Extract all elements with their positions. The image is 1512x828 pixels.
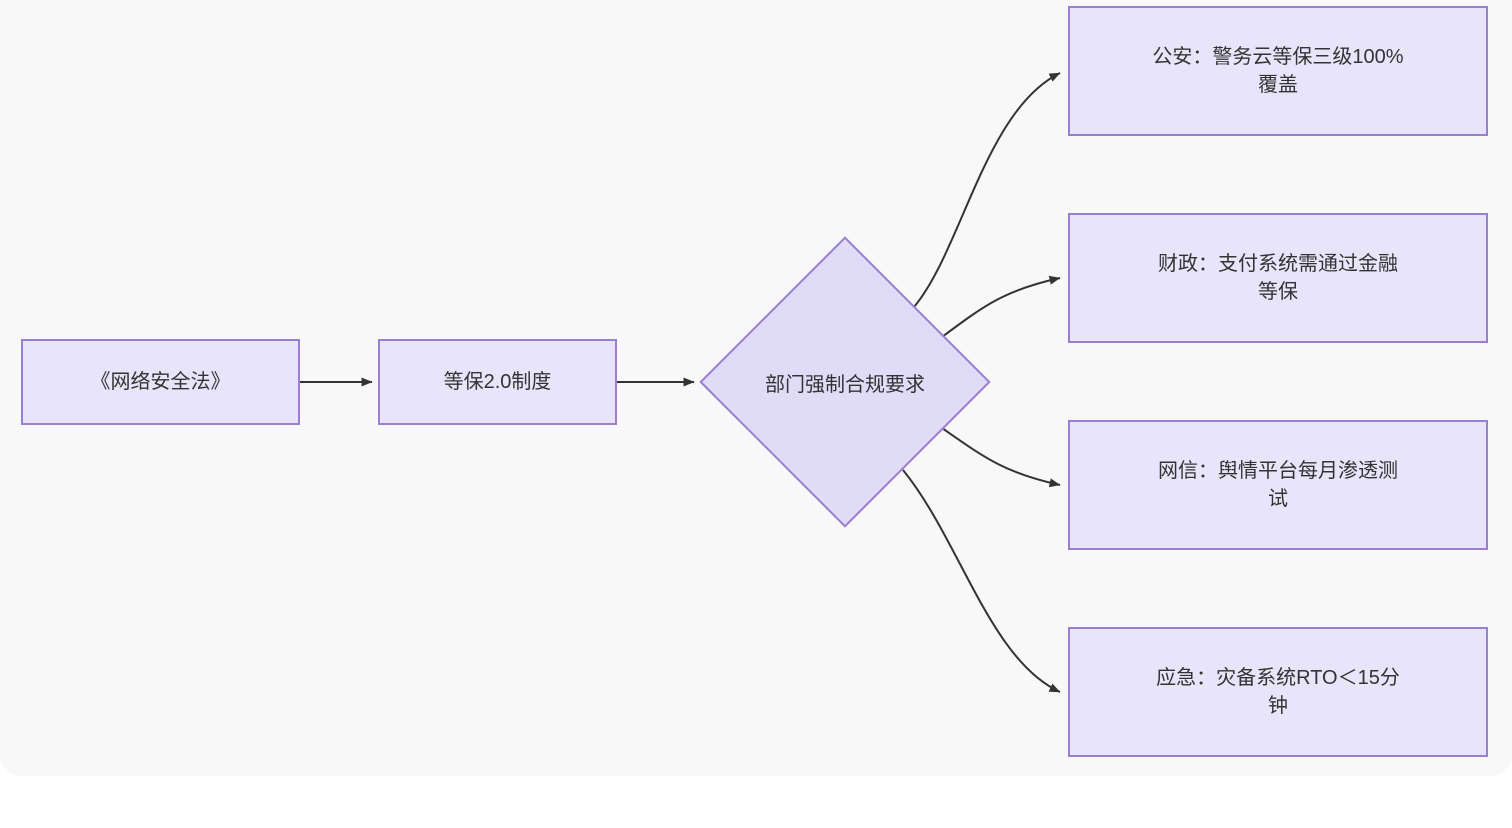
node-finance-label: 财政：支付系统需通过金融 等保 bbox=[1158, 252, 1398, 303]
node-mandatory[interactable]: 部门强制合规要求 bbox=[699, 236, 991, 528]
node-cyber-label: 网信：舆情平台每月渗透测 试 bbox=[1158, 459, 1398, 510]
node-law[interactable]: 《网络安全法》 bbox=[21, 339, 300, 425]
node-cyber[interactable]: 网信：舆情平台每月渗透测 试 bbox=[1068, 420, 1488, 550]
node-system[interactable]: 等保2.0制度 bbox=[378, 339, 617, 425]
node-emergency[interactable]: 应急：灾备系统RTO＜15分 钟 bbox=[1068, 627, 1488, 757]
node-system-label: 等保2.0制度 bbox=[443, 370, 552, 393]
node-finance[interactable]: 财政：支付系统需通过金融 等保 bbox=[1068, 213, 1488, 343]
node-police-label: 公安：警务云等保三级100% 覆盖 bbox=[1152, 45, 1404, 96]
node-law-label: 《网络安全法》 bbox=[90, 370, 231, 393]
node-mandatory-label: 部门强制合规要求 bbox=[765, 373, 925, 396]
node-police[interactable]: 公安：警务云等保三级100% 覆盖 bbox=[1068, 6, 1488, 136]
diagram-canvas: 《网络安全法》 等保2.0制度 部门强制合规要求 公安：警务云等保三级100% … bbox=[21, 6, 1488, 757]
node-emergency-label: 应急：灾备系统RTO＜15分 钟 bbox=[1156, 666, 1400, 717]
